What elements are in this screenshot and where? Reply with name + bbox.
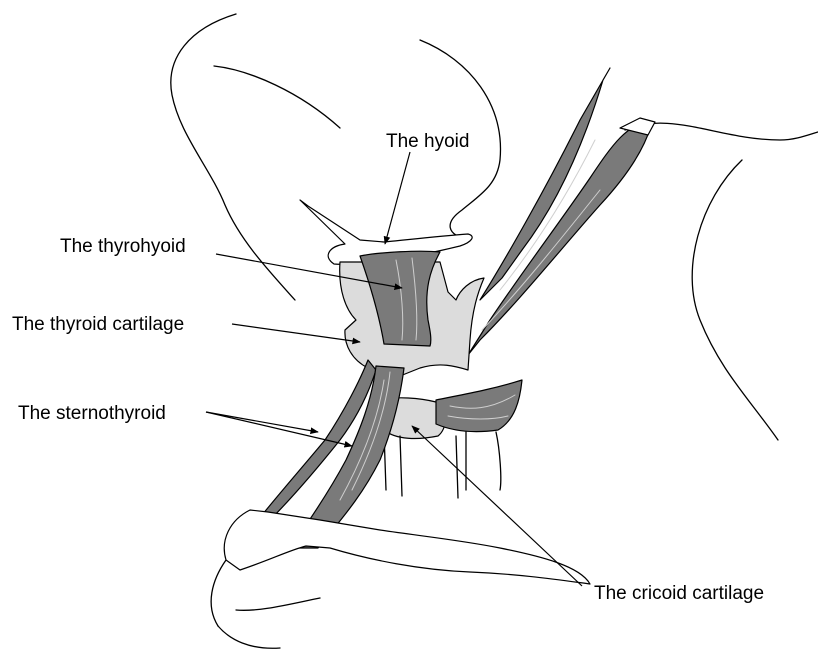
label-sternothyroid: The sternothyroid (18, 403, 166, 424)
label-hyoid: The hyoid (386, 131, 469, 152)
thyroid-cartilage-leader (232, 324, 360, 342)
label-thyroid-cartilage: The thyroid cartilage (12, 314, 184, 335)
sternothyroid-leader-2 (206, 412, 352, 446)
sternum-clavicle (211, 510, 590, 648)
neck-outline (625, 123, 818, 440)
label-cricoid-cartilage: The cricoid cartilage (594, 583, 764, 604)
strap-muscles (468, 68, 655, 355)
cricothyroid-muscle (436, 380, 522, 432)
sternothyroid-leader-1 (206, 412, 318, 432)
label-thyrohyoid: The thyrohyoid (60, 236, 186, 257)
trachea (384, 432, 501, 498)
hyoid-leader (385, 152, 410, 244)
